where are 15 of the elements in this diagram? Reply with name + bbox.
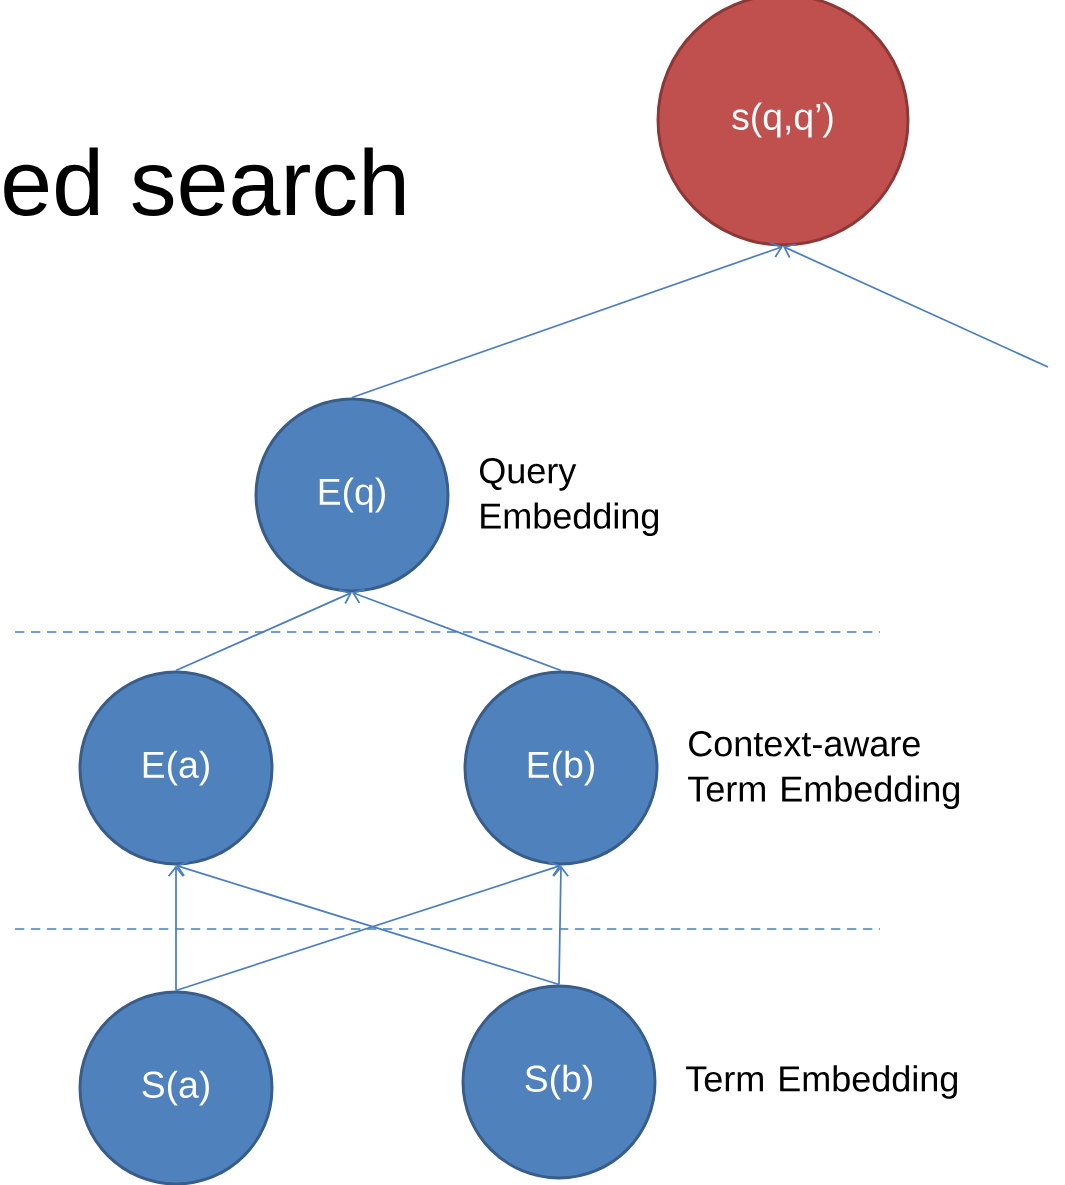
layer-label: Term Embedding xyxy=(686,1065,958,1099)
arrow xyxy=(351,242,783,399)
circle-node: E(b) xyxy=(463,670,659,866)
circle-node: S(a) xyxy=(78,990,274,1185)
circle-node: E(a) xyxy=(78,670,274,866)
layer-label: Query Embedding xyxy=(480,458,659,536)
circle-node: E(q) xyxy=(254,397,450,593)
arrow xyxy=(167,865,185,992)
layer-label: Context-aware Term Embedding xyxy=(688,731,960,809)
circle-node: S(b) xyxy=(461,984,657,1180)
arrow xyxy=(175,589,352,672)
arrow xyxy=(783,243,1049,368)
arrow xyxy=(552,865,570,986)
heading: ed search xyxy=(4,147,404,216)
arrow xyxy=(352,588,562,672)
